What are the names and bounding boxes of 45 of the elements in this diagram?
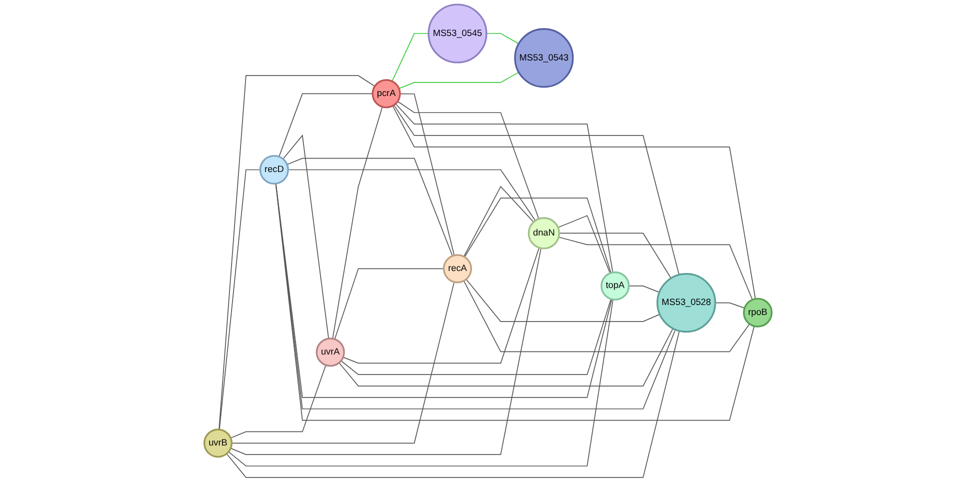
connector [218,169,261,430]
connector [392,105,756,300]
connector [464,198,612,274]
connector [400,93,455,256]
connector [275,183,755,421]
node-circle: MS53_0528 [656,273,716,333]
connector [338,328,674,386]
connector [334,268,444,340]
connector [392,33,429,82]
connector [230,364,326,438]
connector [393,104,680,276]
connector [714,302,746,308]
connector [463,186,534,257]
connector [228,299,614,466]
connector [486,33,520,44]
connector [395,103,614,273]
connector [340,298,612,376]
connector [463,280,750,352]
connector [332,106,383,340]
connector [558,215,610,274]
connector [282,134,330,340]
node-circle: recA [442,254,472,284]
connector [226,330,680,478]
node-circle: topA [600,271,630,300]
connector [342,247,540,364]
connector [398,72,520,90]
connector [288,169,536,222]
node-circle: uvrB [203,428,233,458]
connector [558,232,672,279]
connector [231,282,455,444]
connector [286,158,453,256]
connector [558,236,753,300]
node-circle: pcrA [372,79,401,108]
node-circle: recD [259,154,289,185]
node-circle: MS53_0545 [428,4,488,64]
connector [218,75,376,430]
connector [230,248,542,455]
node-circle: dnaN [528,217,560,250]
node-circle: MS53_0543 [514,28,574,88]
connector [278,93,374,158]
node-circle: rpoB [742,298,773,328]
node-circle: uvrA [316,338,345,367]
connector [628,286,660,293]
connector [397,100,540,220]
connector [466,278,660,322]
